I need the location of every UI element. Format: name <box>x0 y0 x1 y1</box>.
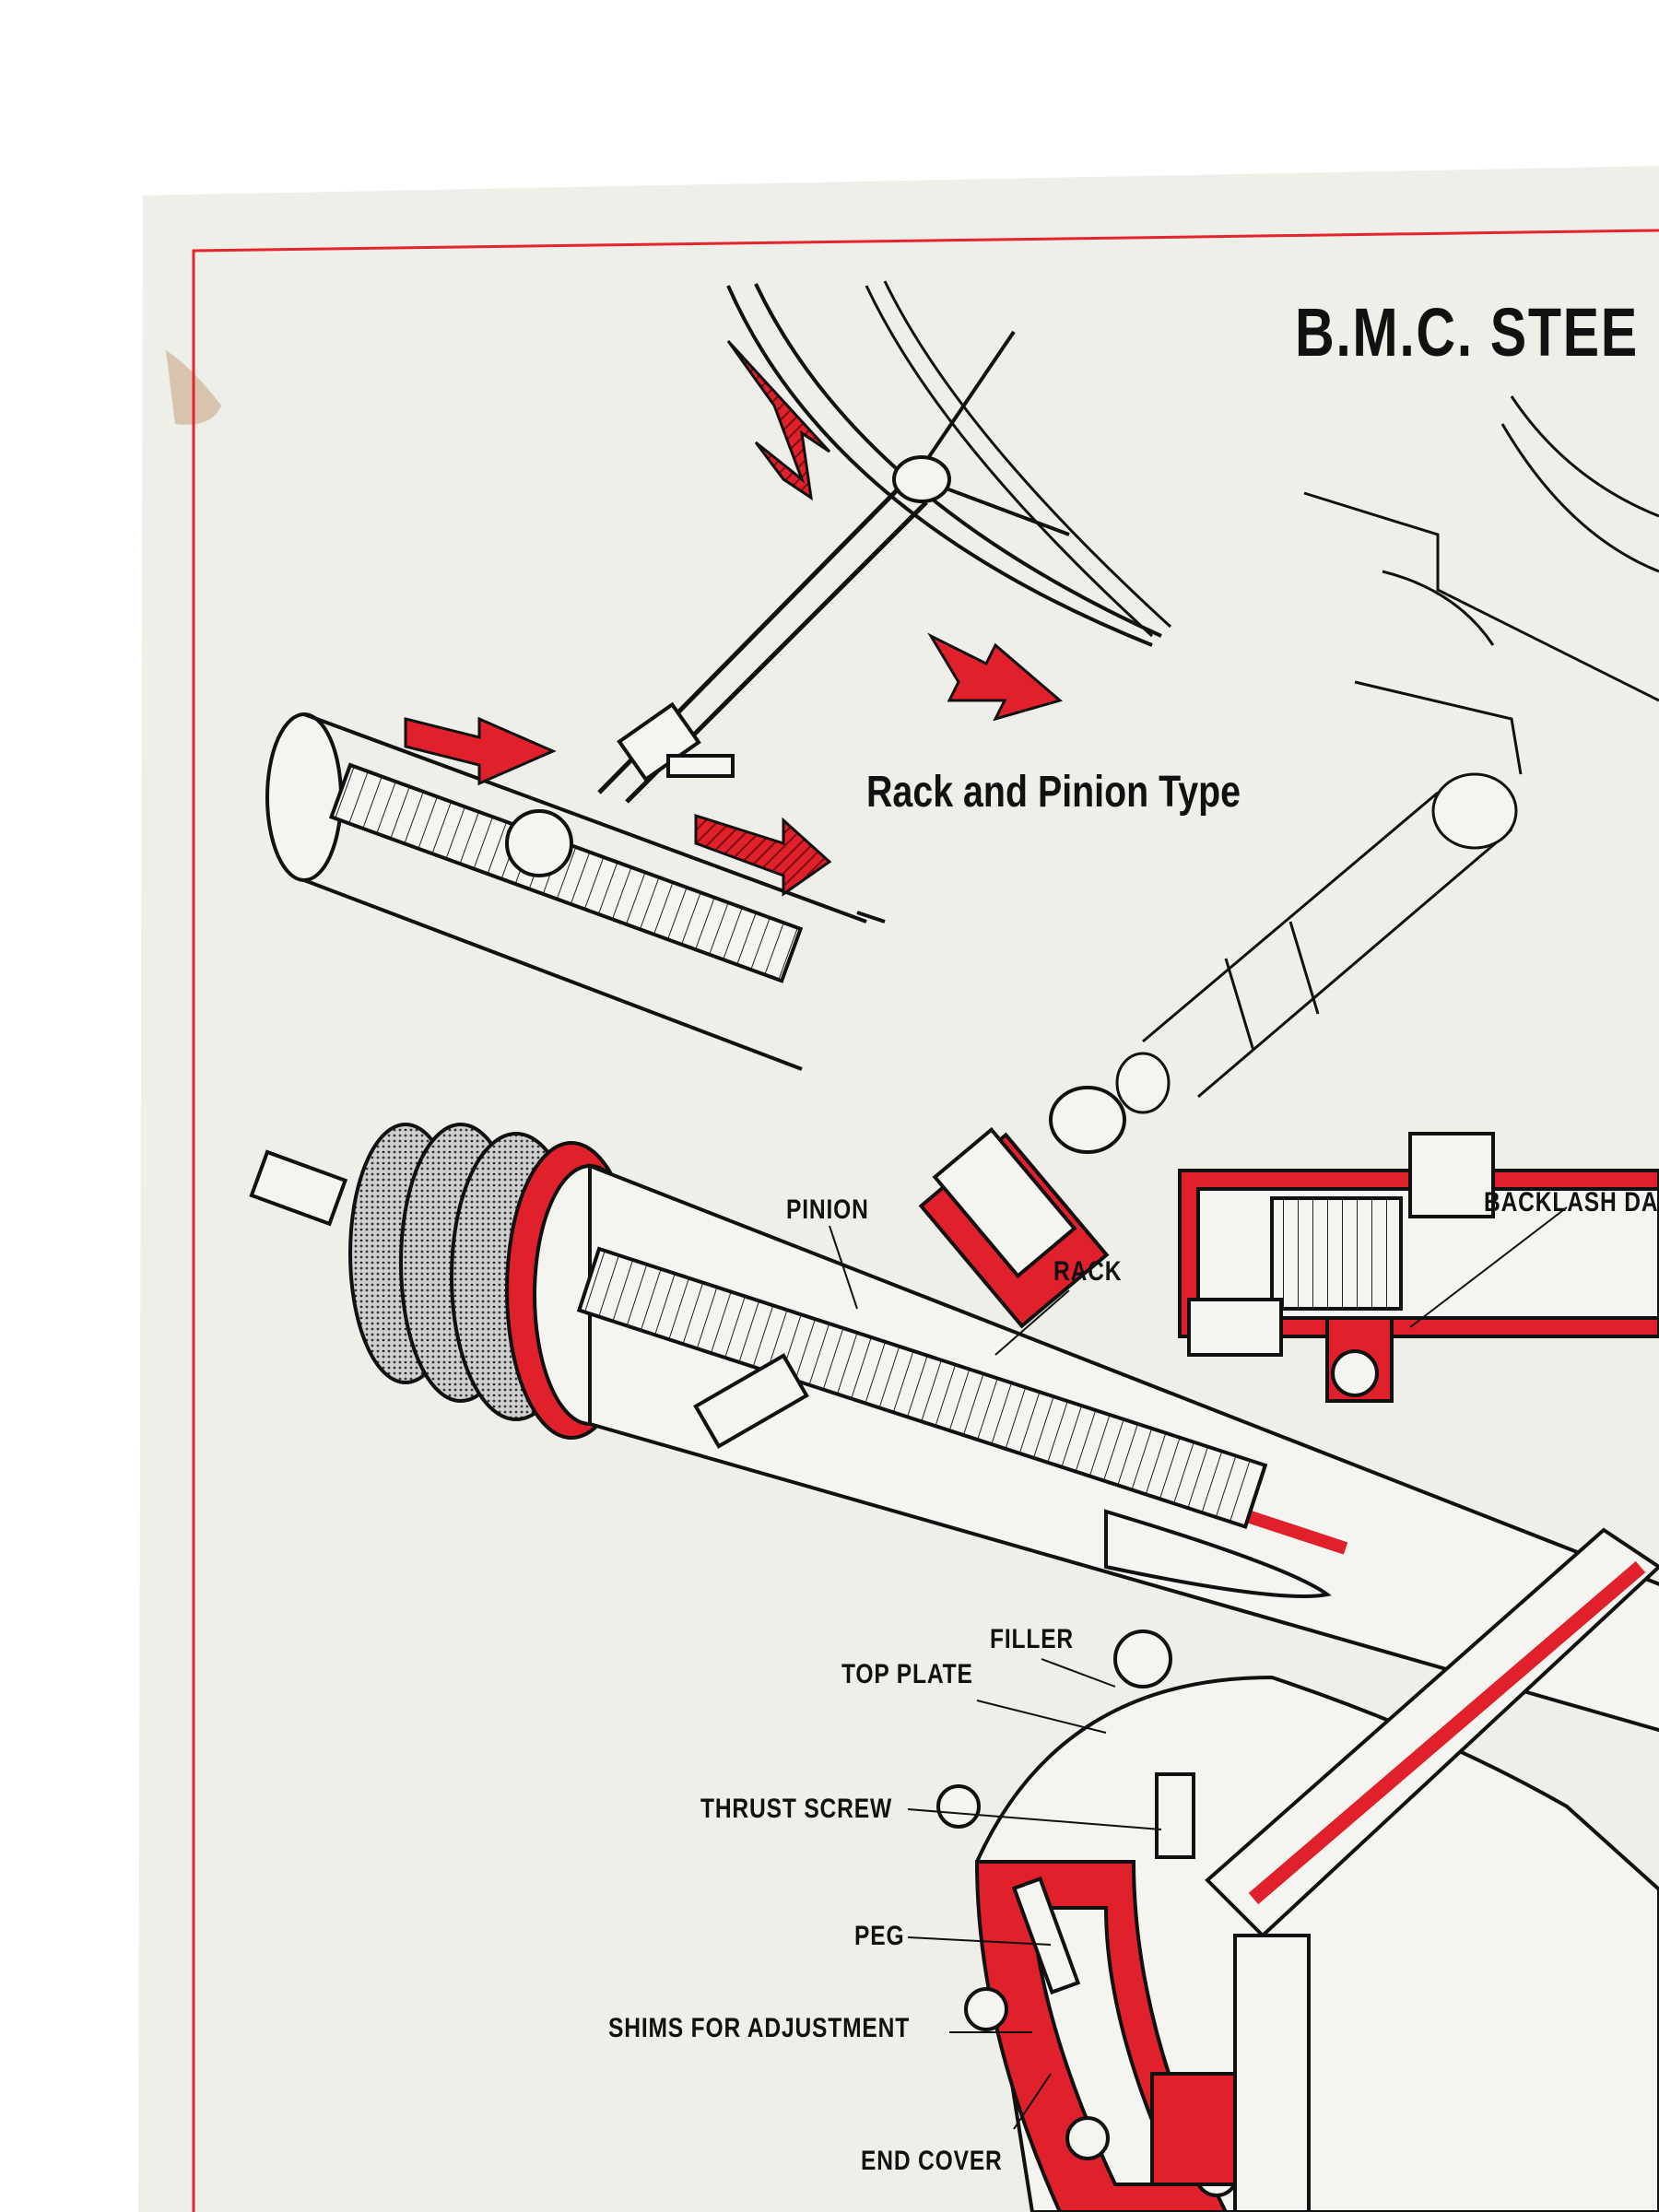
label-end-cover: END COVER <box>861 2146 1003 2176</box>
cam-gearbox-cutaway <box>936 1527 1659 2212</box>
label-top-plate: TOP PLATE <box>841 1659 973 1689</box>
label-peg: PEG <box>854 1921 905 1951</box>
label-backlash-damper: BACKLASH DA <box>1484 1187 1659 1218</box>
label-rack: RACK <box>1053 1256 1123 1287</box>
label-filler: FILLER <box>990 1624 1075 1654</box>
steering-column-sketch <box>1115 395 1659 1114</box>
label-pinion: PINION <box>786 1194 869 1225</box>
poster-title: B.M.C. STEE <box>1295 294 1639 371</box>
rack-pinion-diagram <box>265 280 1172 1071</box>
label-shims-for-adjustment: SHIMS FOR ADJUSTMENT <box>608 2013 911 2043</box>
backlash-damper-cutaway <box>1178 1132 1659 1403</box>
motion-arrows <box>404 339 1064 897</box>
label-thrust-screw: THRUST SCREW <box>700 1794 892 1824</box>
poster-subtitle: Rack and Pinion Type <box>866 768 1241 817</box>
leader-lines <box>829 1206 1568 2130</box>
red-border <box>192 229 1659 2212</box>
